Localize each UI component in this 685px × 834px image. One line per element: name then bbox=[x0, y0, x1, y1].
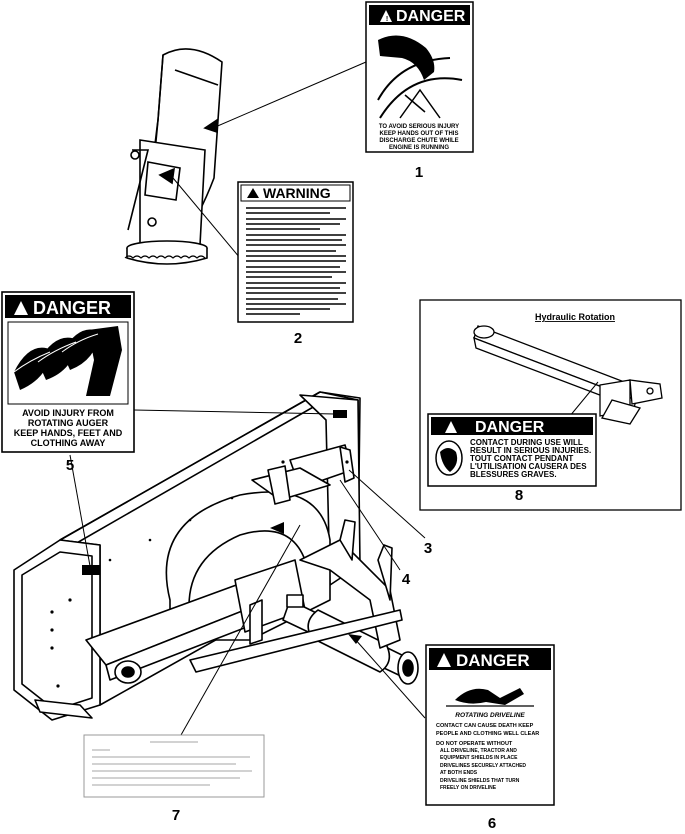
callout-6: 6 bbox=[488, 815, 496, 832]
decal-6-line-5: EQUIPMENT SHIELDS IN PLACE bbox=[440, 755, 518, 761]
decal-1-header: DANGER bbox=[396, 8, 466, 25]
snowblower-housing bbox=[13, 391, 419, 721]
decal-6-header: DANGER bbox=[456, 651, 530, 670]
decal-6-line-2: PEOPLE AND CLOTHING WELL CLEAR bbox=[436, 731, 539, 737]
decal-7 bbox=[83, 734, 265, 798]
decal-8-panel: Hydraulic Rotation DANGER CONTACT DURING… bbox=[419, 299, 682, 511]
decal-8-line-3: TOUT CONTACT PENDANT bbox=[470, 454, 573, 463]
decal-6-line-9: FREELY ON DRIVELINE bbox=[440, 785, 497, 791]
decal-6-line-4: ALL DRIVELINE, TRACTOR AND bbox=[440, 748, 517, 754]
callout-2: 2 bbox=[294, 330, 302, 347]
decal-1: ! DANGER TO AVOID SERIOUS INJURY KEEP HA… bbox=[365, 1, 474, 153]
callout-5: 5 bbox=[66, 457, 74, 474]
decal-5-line-4: CLOTHING AWAY bbox=[31, 438, 106, 448]
decal-1-line-2: KEEP HANDS OUT OF THIS bbox=[380, 131, 459, 137]
callout-7: 7 bbox=[172, 807, 180, 824]
decal-1-line-3: DISCHARGE CHUTE WHILE bbox=[379, 138, 458, 144]
decal-6-line-6: DRIVELINES SECURELY ATTACHED bbox=[440, 763, 526, 769]
decal-8-line-4: L'UTILISATION CAUSERA DES bbox=[470, 462, 587, 471]
decal-6-line-1: CONTACT CAN CAUSE DEATH KEEP bbox=[436, 723, 534, 729]
decal-1-line-4: ENGINE IS RUNNING bbox=[389, 145, 449, 151]
decal-6-line-3: DO NOT OPERATE WITHOUT bbox=[436, 741, 513, 747]
decal-1-line-1: TO AVOID SERIOUS INJURY bbox=[379, 124, 459, 130]
callout-1: 1 bbox=[415, 164, 423, 181]
decal-8-line-2: RESULT IN SERIOUS INJURIES. bbox=[470, 446, 591, 455]
decal-5: DANGER AVOID INJURY FROM ROTATING AUGER … bbox=[1, 291, 135, 453]
decal-5-line-2: ROTATING AUGER bbox=[28, 418, 109, 428]
hydraulic-rotation-title: Hydraulic Rotation bbox=[535, 312, 615, 322]
decal-5-line-3: KEEP HANDS, FEET AND bbox=[14, 428, 123, 438]
decal-8-line-1: CONTACT DURING USE WILL bbox=[470, 438, 583, 447]
callout-8: 8 bbox=[515, 487, 523, 504]
decal-2-header: WARNING bbox=[263, 185, 331, 201]
decal-6: DANGER ROTATING DRIVELINE CONTACT CAN CA… bbox=[425, 644, 555, 806]
decal-6-subhead: ROTATING DRIVELINE bbox=[455, 712, 525, 719]
decal-6-line-8: DRIVELINE SHIELDS THAT TURN bbox=[440, 778, 520, 784]
decal-6-line-7: AT BOTH ENDS bbox=[440, 770, 478, 776]
decal-5-line-1: AVOID INJURY FROM bbox=[22, 408, 114, 418]
decal-2-fine-print bbox=[246, 207, 346, 315]
decal-5-header: DANGER bbox=[33, 298, 111, 318]
decal-2: WARNING bbox=[237, 181, 354, 323]
svg-text:!: ! bbox=[386, 16, 388, 23]
callout-4: 4 bbox=[402, 571, 411, 588]
decal-8-line-5: BLESSURES GRAVES. bbox=[470, 470, 557, 479]
discharge-chute bbox=[124, 48, 223, 265]
decal-8-header: DANGER bbox=[475, 419, 545, 436]
callout-3: 3 bbox=[424, 540, 432, 557]
